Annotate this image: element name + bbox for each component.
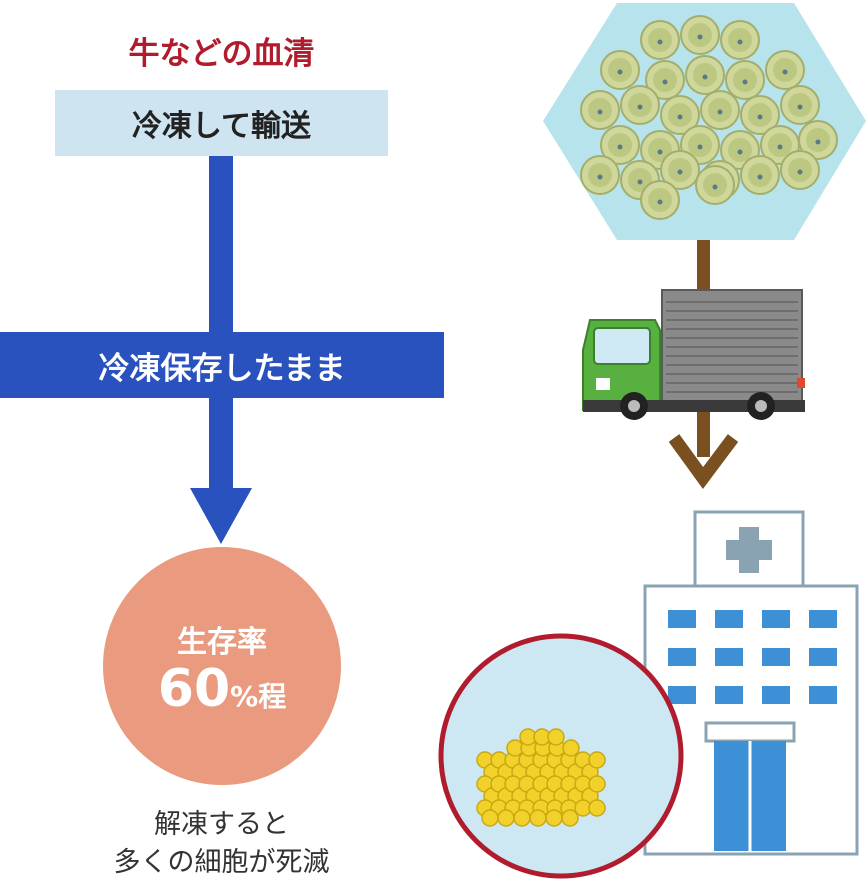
truck-icon: [582, 289, 805, 420]
result-caption: 解凍すると 多くの細胞が死滅: [55, 806, 388, 882]
caption-line-2: 多くの細胞が死滅: [113, 847, 330, 878]
frozen-cell-cluster: [580, 15, 838, 220]
flow-connector-top: [209, 156, 233, 332]
survival-rate-unit: %程: [230, 680, 287, 713]
survival-rate-number: 60: [157, 659, 231, 719]
step-frozen-transport-label: 冷凍して輸送: [131, 109, 312, 144]
flow-arrow-head-icon: [190, 488, 252, 544]
step-frozen-transport: 冷凍して輸送: [55, 90, 388, 156]
hospital-icon: [643, 510, 859, 856]
heading-serum: 牛などの血清: [128, 36, 315, 72]
survival-rate-value: 60%程: [103, 659, 341, 719]
survival-rate-circle: 生存率 60%程: [103, 547, 341, 785]
arrow-shaft-upper: [697, 240, 710, 300]
down-arrow-icon: [668, 434, 739, 489]
frozen-cells-icon: [543, 3, 866, 240]
survival-rate-label: 生存率: [177, 625, 267, 660]
step-kept-frozen-label: 冷凍保存したまま: [98, 350, 346, 387]
dead-cells-icon: [438, 633, 684, 879]
step-kept-frozen: 冷凍保存したまま: [0, 332, 444, 398]
caption-line-1: 解凍すると: [154, 809, 289, 840]
flow-connector-bottom: [209, 398, 233, 490]
